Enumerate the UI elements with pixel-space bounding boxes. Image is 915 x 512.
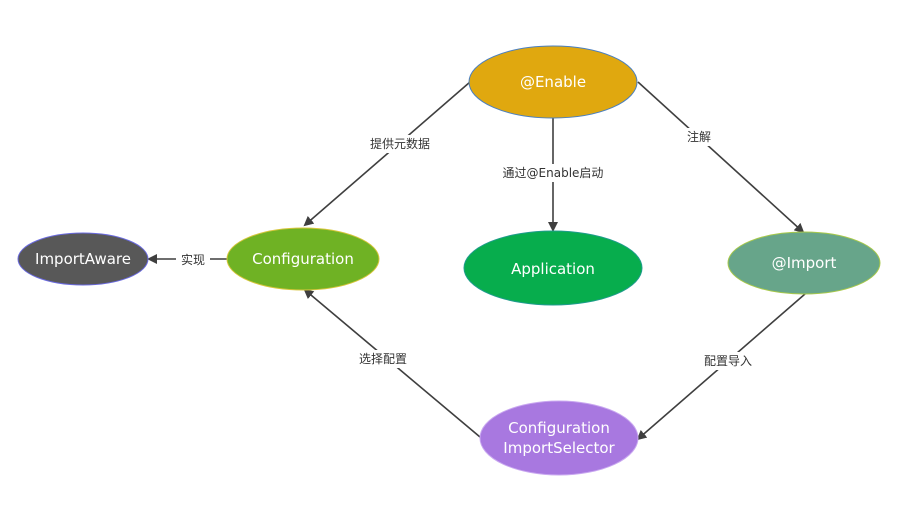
edge-label-annotation: 注解 [687, 129, 711, 144]
node-importaware-label: ImportAware [35, 250, 131, 268]
node-configuration: Configuration [226, 227, 380, 291]
edge-configuration-to-importaware: 实现 [147, 251, 227, 268]
edge-import-to-selector: 配置导入 [636, 293, 806, 441]
node-selector-label-line1: Configuration [508, 419, 610, 437]
edge-enable-to-configuration: 提供元数据 [303, 81, 471, 227]
edge-label-implements: 实现 [181, 252, 205, 267]
node-enable-label: @Enable [520, 73, 586, 91]
node-configuration-label: Configuration [252, 250, 354, 268]
edge-label-config-import: 配置导入 [704, 354, 752, 368]
node-configuration-importselector: Configuration ImportSelector [479, 400, 639, 476]
edge-selector-to-configuration: 选择配置 [303, 288, 481, 438]
edge-enable-to-application: 通过@Enable启动 [496, 118, 610, 232]
node-importaware: ImportAware [17, 232, 149, 286]
edge-label-select-config: 选择配置 [359, 352, 407, 366]
edge-label-provide-metadata: 提供元数据 [370, 136, 430, 151]
edge-label-start-via-enable: 通过@Enable启动 [503, 166, 604, 180]
node-application-label: Application [511, 260, 595, 278]
node-enable: @Enable [468, 45, 638, 119]
node-import: @Import [727, 231, 881, 295]
node-import-label: @Import [772, 254, 837, 272]
node-application: Application [463, 230, 643, 306]
node-selector-label-line2: ImportSelector [503, 439, 615, 457]
edge-enable-to-import: 注解 [637, 81, 805, 234]
